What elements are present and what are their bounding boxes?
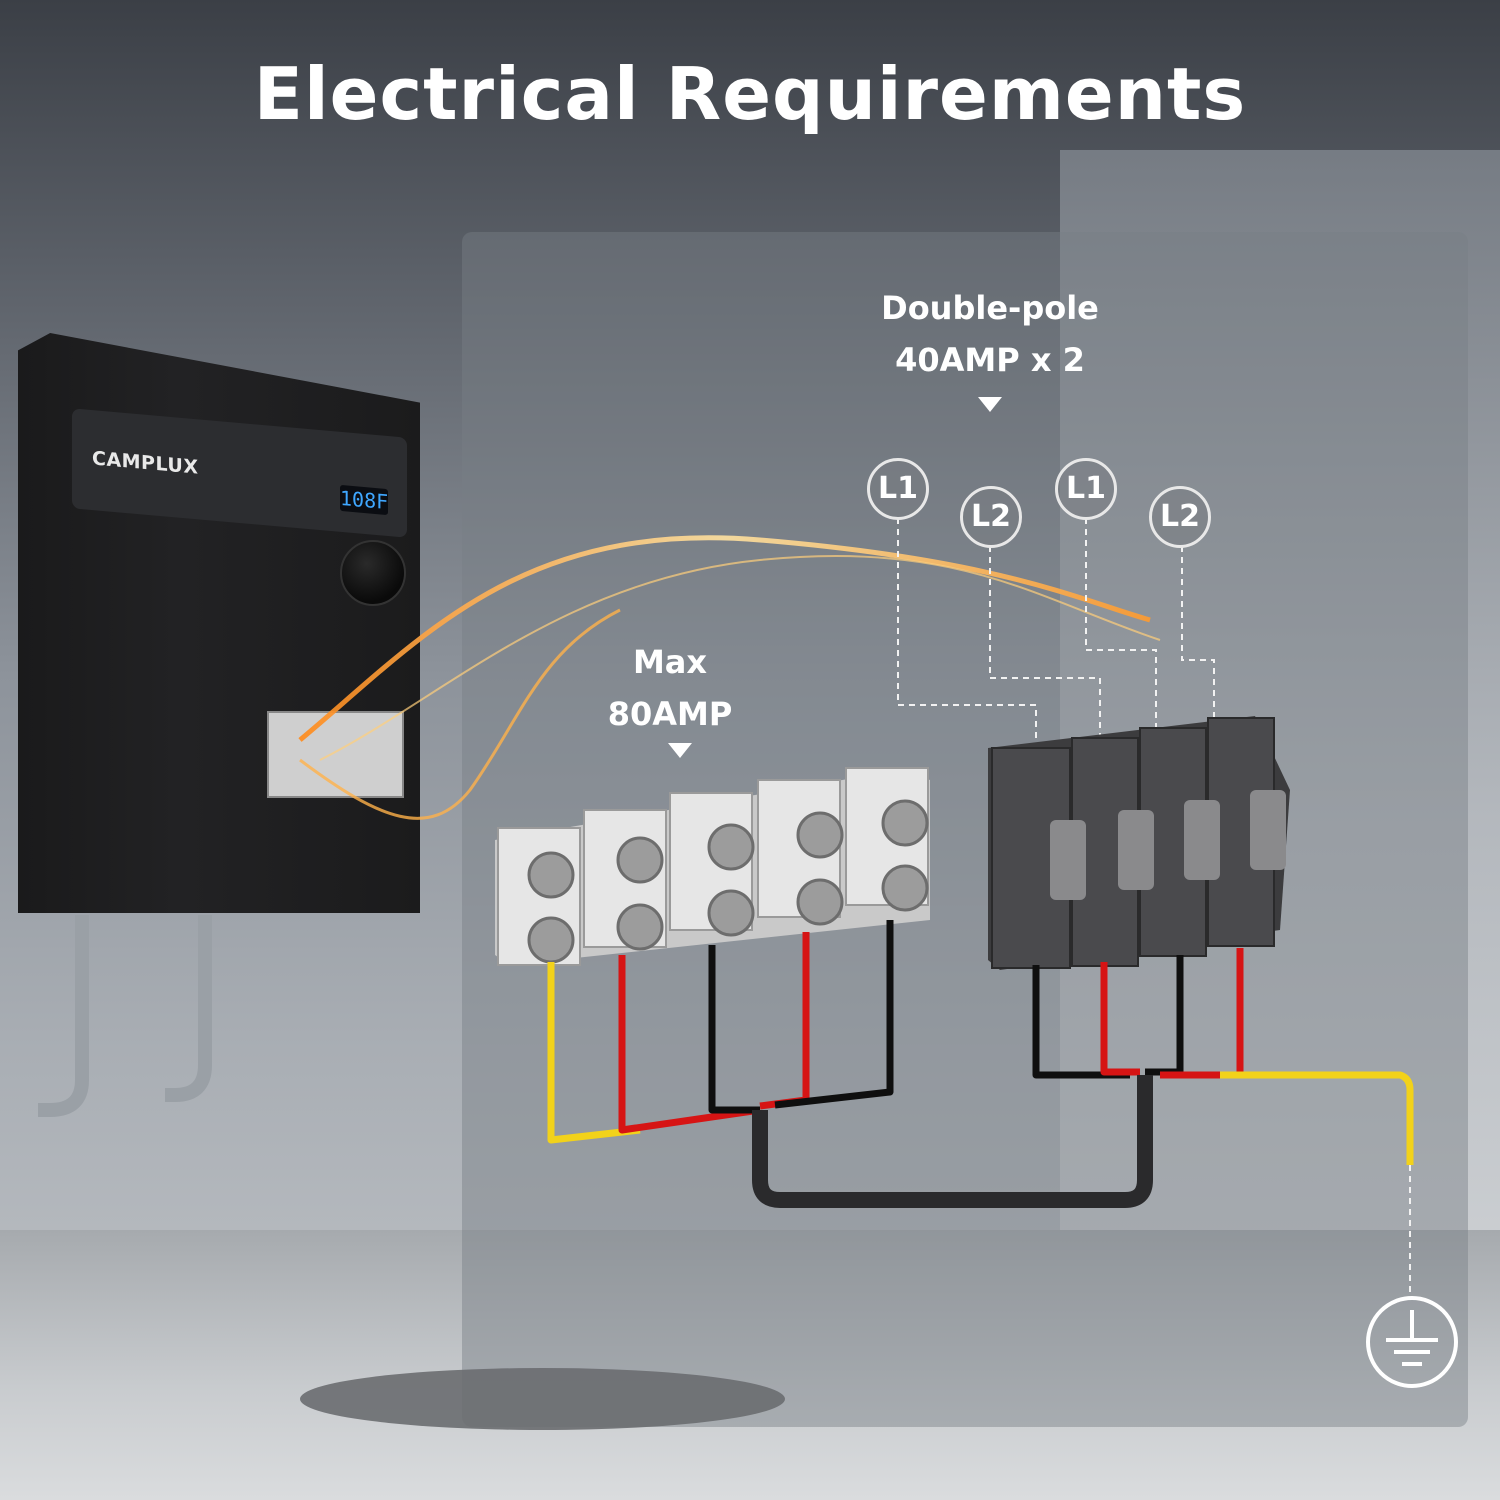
breaker-arrow-icon (978, 397, 1002, 412)
phase-label-l1: L1 (1055, 458, 1117, 520)
terminal-label-line2: 80AMP (607, 695, 733, 733)
terminal-screw (881, 864, 929, 912)
terminal-screw (616, 836, 664, 884)
ground-icon (1366, 1296, 1458, 1388)
wires (547, 920, 1414, 1165)
terminal-screw (796, 811, 844, 859)
breaker-bank (988, 716, 1290, 970)
breaker-label: Double-pole 40AMP x 2 (840, 282, 1140, 386)
terminal-block (495, 767, 930, 966)
wire-yellow (547, 962, 641, 1144)
water-pipe-left (38, 915, 89, 1117)
background-floor (0, 1230, 1500, 1500)
terminal-screw (796, 878, 844, 926)
wire-black (1145, 955, 1184, 1076)
wire-red (1160, 948, 1244, 1079)
water-pipe-right (165, 915, 212, 1102)
page-title: Electrical Requirements (253, 52, 1247, 136)
breaker-switch (1118, 810, 1154, 890)
phase-label-l1: L1 (867, 458, 929, 520)
wire-red (759, 932, 810, 1110)
heater-knob (340, 540, 406, 606)
breaker-switch (1050, 820, 1086, 900)
wire-red (618, 955, 761, 1134)
wire-yellow (1220, 1071, 1414, 1165)
phase-leader-lines (897, 518, 1215, 745)
wire-red (1100, 962, 1140, 1076)
wire-black (774, 920, 894, 1109)
breaker-label-line2: 40AMP x 2 (895, 341, 1085, 379)
terminal-screw (707, 889, 755, 937)
wire-black (1032, 965, 1130, 1079)
breaker-switch (1184, 800, 1220, 880)
floor-mat (300, 1368, 785, 1430)
terminal-screw (527, 916, 575, 964)
phase-label-l2: L2 (960, 486, 1022, 548)
background-wall (1060, 150, 1500, 1250)
phase-label-l2: L2 (1149, 486, 1211, 548)
terminal-label-line1: Max (632, 643, 708, 681)
terminal-screw (616, 903, 664, 951)
terminal-label: Max 80AMP (560, 636, 780, 740)
breaker-switch (1250, 790, 1286, 870)
terminal-arrow-icon (668, 743, 692, 758)
breaker-label-line1: Double-pole (881, 289, 1099, 327)
terminal-screw (527, 851, 575, 899)
terminal-screw (881, 799, 929, 847)
power-glow-arc (298, 535, 1151, 742)
terminal-screw (707, 823, 755, 871)
main-cable (752, 1075, 1153, 1208)
wire-black (708, 945, 760, 1114)
